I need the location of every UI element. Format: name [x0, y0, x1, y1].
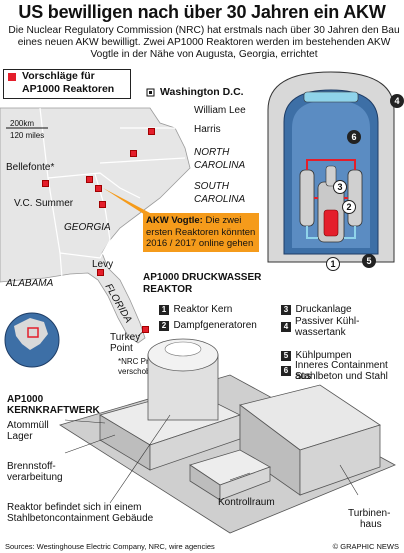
site-label-turkey-point-1: Turkey — [110, 332, 141, 343]
reactor-title-2: REAKTOR — [143, 284, 193, 295]
state-label-georgia: GEORGIA — [64, 222, 111, 233]
component-2: 2 Dampfgeneratoren — [159, 315, 257, 333]
component-6-label-1: Inneres Containment aus — [295, 360, 388, 382]
component-6: 6 — [281, 360, 291, 378]
legend-box — [3, 69, 131, 99]
callout-name: AKW Vogtle: — [146, 215, 203, 226]
state-border — [47, 172, 141, 199]
legend-swatch — [8, 73, 16, 81]
component-5-num: 5 — [281, 351, 291, 361]
site-marker-harris — [130, 150, 137, 157]
site-label-levy: Levy — [92, 259, 114, 270]
component-5: 5 Kühlpumpen — [281, 345, 352, 363]
component-3: 3 Druckanlage — [281, 299, 352, 317]
label-turbinen-1: Turbinen- — [348, 508, 391, 519]
callout-pointer — [103, 188, 150, 218]
label-brennstoff-1: Brennstoff- — [7, 461, 56, 472]
steam-generator-left — [299, 169, 315, 227]
scale-km: 200km — [10, 119, 35, 128]
label-atommuell-2: Lager — [7, 431, 33, 442]
component-4-label-1: Passiver Kühl- — [295, 316, 360, 327]
reactor-badge-5: 5 — [362, 254, 376, 268]
component-1-num: 1 — [159, 305, 169, 315]
label-atommuell-1: Atommüll — [7, 420, 49, 431]
component-4-num: 4 — [281, 322, 291, 332]
callout-text: Die zwei ersten Reaktoren könnten 2016 /… — [146, 215, 256, 249]
state-label-north-carolina-2: CAROLINA — [194, 160, 246, 171]
reactor-badge-1: 1 — [326, 257, 340, 271]
label-reaktor-2: Stahlbetoncontainment Gebäude — [7, 513, 154, 524]
nrc-note-2: verschoben — [118, 367, 160, 376]
globe-continent — [14, 318, 48, 350]
site-marker-bellefonte — [42, 180, 49, 187]
component-3-label: Druckanlage — [295, 304, 352, 315]
component-4-label-2: wassertank — [295, 327, 346, 338]
site-label-harris: Harris — [194, 124, 221, 135]
site-marker-levy — [97, 269, 104, 276]
plant-title-2: KERNKRAFTWERK — [7, 405, 100, 416]
component-6-num: 6 — [281, 366, 291, 376]
site-marker-william-lee — [148, 128, 155, 135]
site-label-turkey-point-2: Point — [110, 343, 133, 354]
component-2-label: Dampfgeneratoren — [173, 320, 257, 331]
nrc-note-1: *NRC Prüfung — [118, 357, 169, 366]
vogtle-callout: AKW Vogtle: Die zwei ersten Reaktoren kö… — [143, 213, 259, 252]
power-plant-illustration — [59, 338, 396, 534]
label-brennstoff-2: verarbeitung — [7, 472, 63, 483]
pressurizer — [325, 165, 337, 187]
reactor-title-1: AP1000 DRUCKWASSER — [143, 272, 262, 283]
legend-label: Vorschläge für AP1000 Reaktoren — [22, 70, 115, 95]
plant-title-1: AP1000 — [7, 394, 44, 405]
state-border — [39, 107, 63, 279]
hot-leg-piping — [306, 159, 356, 199]
reactor-badge-6: 6 — [347, 130, 361, 144]
label-kontrollraum: Kontrollraum — [218, 497, 275, 508]
site-label-vc-summer: V.C. Summer — [14, 198, 74, 209]
credit: © GRAPHIC NEWS — [332, 542, 399, 551]
state-border — [59, 239, 111, 259]
site-label-william-lee: William Lee — [194, 105, 246, 116]
intro-text: Die Nuclear Regulatory Commission (NRC) … — [8, 25, 400, 61]
southeast-us-map — [0, 88, 191, 368]
scale-miles: 120 miles — [10, 131, 45, 140]
component-3-num: 3 — [281, 305, 291, 315]
state-label-alabama: ALABAMA — [6, 278, 54, 289]
reactor-core — [323, 209, 339, 237]
site-marker-vogtle-1 — [86, 176, 93, 183]
reactor-badge-3: 3 — [333, 180, 347, 194]
site-marker-vogtle-2 — [95, 185, 102, 192]
label-turbinen-2: haus — [360, 519, 382, 530]
reactor-cutaway — [267, 71, 395, 263]
reactor-badge-2: 2 — [342, 200, 356, 214]
globe-highlight — [27, 327, 39, 338]
sources: Sources: Westinghouse Electric Company, … — [5, 542, 215, 551]
component-2-num: 2 — [159, 321, 169, 331]
page-title: US bewilligen nach über 30 Jahren ein AK… — [18, 2, 386, 22]
reactor-badge-4: 4 — [390, 94, 404, 108]
turbine-building-front — [299, 424, 381, 496]
land-shape — [0, 107, 191, 344]
cooling-water-tank — [303, 91, 359, 103]
label-reaktor-1: Reaktor befindet sich in einem — [7, 502, 142, 513]
site-marker-vc-summer — [99, 201, 106, 208]
cold-leg-piping — [306, 226, 356, 239]
site-marker-turkey-point — [142, 326, 149, 333]
state-label-north-carolina-1: NORTH — [194, 147, 230, 158]
state-border — [99, 157, 186, 164]
state-label-south-carolina-2: CAROLINA — [194, 194, 246, 205]
component-1: 1 Reaktor Kern — [159, 299, 232, 317]
component-5-label: Kühlpumpen — [295, 350, 352, 361]
capital-label: Washington D.C. — [160, 86, 244, 98]
state-label-south-carolina-1: SOUTH — [194, 181, 229, 192]
component-1-label: Reaktor Kern — [173, 304, 233, 315]
site-label-bellefonte: Bellefonte* — [6, 162, 55, 173]
component-6-label-2: Stahlbeton und Stahl — [295, 371, 388, 382]
steam-generator-right — [347, 169, 363, 227]
component-4: 4 — [281, 316, 291, 334]
